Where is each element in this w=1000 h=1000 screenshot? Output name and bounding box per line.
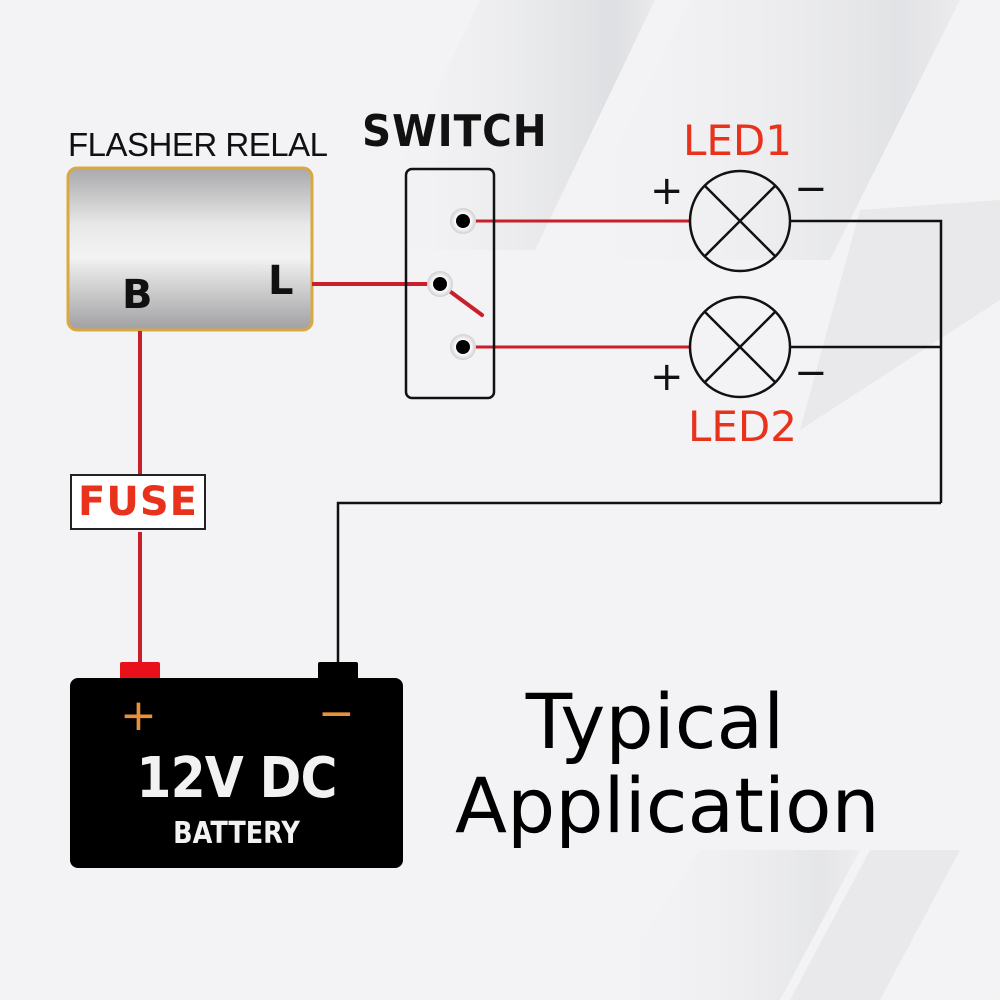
switch-label: SWITCH: [362, 106, 548, 157]
flasher-relay-body: [66, 166, 314, 332]
caption-line-1: Typical: [525, 677, 785, 766]
led2-label: LED2: [688, 402, 797, 451]
battery: + − 12V DC BATTERY: [70, 678, 403, 868]
led2-lamp-icon: [688, 295, 792, 399]
fuse: FUSE: [70, 474, 206, 530]
led1-plus-sign: +: [650, 168, 684, 214]
wire-ground-to-battery: [336, 501, 941, 664]
background-band: [790, 850, 960, 1000]
switch-contact-led1-dot: [456, 214, 470, 228]
caption-line-2: Application: [455, 761, 880, 850]
led1-lamp-icon: [688, 169, 792, 273]
battery-negative-terminal: [318, 662, 358, 678]
led2-plus-sign: +: [650, 354, 684, 400]
led1-label: LED1: [683, 116, 792, 165]
led1-minus-sign: −: [794, 166, 828, 212]
background-band: [560, 0, 960, 260]
relay-terminal-l-label: L: [268, 258, 294, 304]
background-band: [360, 0, 655, 250]
battery-minus-sign: −: [318, 688, 355, 739]
relay-terminal-b-label: B: [122, 272, 153, 318]
battery-positive-terminal: [120, 662, 160, 678]
switch-body: [404, 167, 496, 400]
wire-led1-ground: [790, 219, 943, 503]
switch-contact-common-dot: [433, 277, 447, 291]
battery-voltage-label: 12V DC: [136, 746, 337, 811]
led2-minus-sign: −: [794, 350, 828, 396]
flasher-relay-label: FLASHER RELAL: [68, 126, 328, 163]
background-band: [600, 850, 860, 1000]
switch-contact-led2-dot: [456, 340, 470, 354]
battery-plus-sign: +: [120, 690, 157, 741]
diagram-caption: Typical Application: [455, 677, 880, 850]
battery-name-label: BATTERY: [173, 816, 300, 851]
fuse-label: FUSE: [78, 479, 198, 525]
background-band: [800, 200, 1000, 430]
